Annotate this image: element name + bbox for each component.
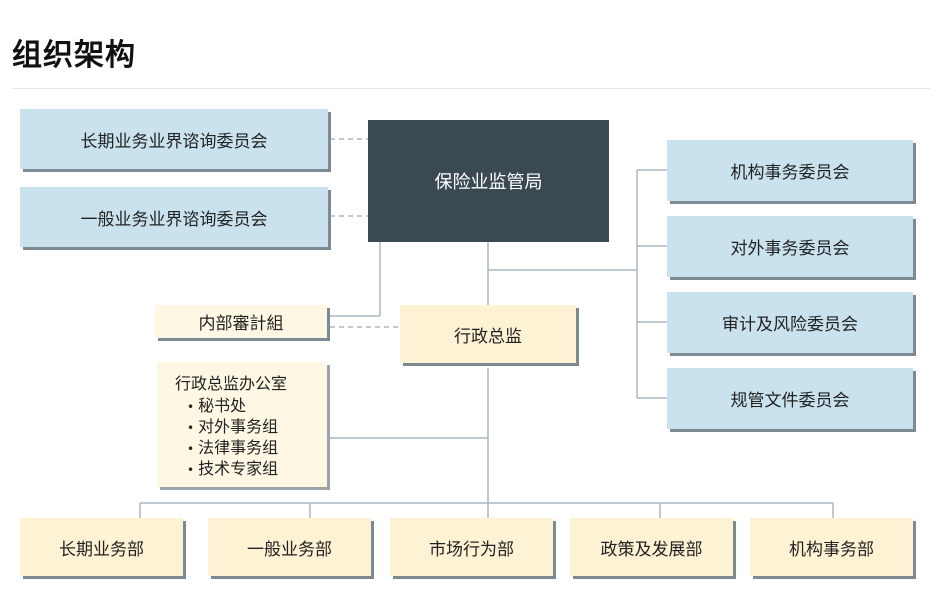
insurance-authority-box: 保险业监管局 <box>368 120 609 242</box>
department-long-term: 长期业务部 <box>20 518 183 576</box>
advisory-committee-general: 一般业务业界谘询委员会 <box>20 187 328 247</box>
committee-institutional-affairs: 机构事务委员会 <box>667 140 913 201</box>
title-divider <box>12 88 930 89</box>
ceo-office-units: 秘书处 对外事务组 法律事务组 技术专家组 <box>175 396 327 480</box>
department-institutional-affairs: 机构事务部 <box>750 518 913 576</box>
ceo-office-title: 行政总监办公室 <box>175 374 288 393</box>
office-unit: 对外事务组 <box>187 417 327 438</box>
ceo-office-box: 行政总监办公室 秘书处 对外事务组 法律事务组 技术专家组 <box>157 362 327 487</box>
department-general: 一般业务部 <box>208 518 371 576</box>
internal-audit-box: 内部審計組 <box>155 305 327 338</box>
committee-external-affairs: 对外事务委员会 <box>667 216 913 277</box>
office-unit: 技术专家组 <box>187 459 327 480</box>
page-title: 组织架构 <box>12 38 136 73</box>
department-policy-development: 政策及发展部 <box>570 518 733 576</box>
office-unit: 法律事务组 <box>187 438 327 459</box>
department-market-conduct: 市场行为部 <box>390 518 553 576</box>
committee-audit-risk: 审计及风险委员会 <box>667 292 913 353</box>
committee-regulatory-documents: 规管文件委员会 <box>667 368 913 429</box>
advisory-committee-long-term: 长期业务业界谘询委员会 <box>20 109 328 169</box>
ceo-box: 行政总监 <box>400 305 576 363</box>
office-unit: 秘书处 <box>187 396 327 417</box>
